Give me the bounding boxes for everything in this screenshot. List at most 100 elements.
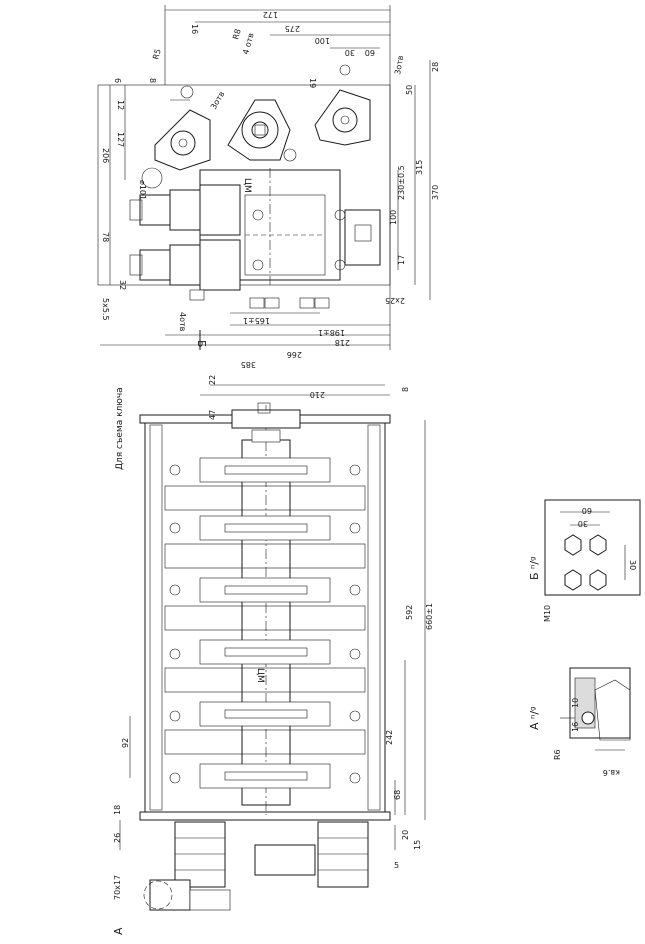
dim-b-m10: М10 [543, 605, 552, 622]
detail-a: 10 16 R6 кв.6 А ⁿ/ᵍ [528, 667, 631, 777]
dim-16: 16 [190, 24, 199, 34]
dim-26: 26 [113, 833, 122, 843]
dim-15: 15 [413, 840, 422, 850]
dim-100v: 100 [389, 210, 398, 225]
dim-315: 315 [415, 160, 424, 175]
dim-r5: R5 [151, 48, 162, 61]
dim-370: 370 [431, 185, 440, 200]
dim-28: 28 [431, 62, 440, 72]
contact-section [169, 763, 361, 789]
front-view: 22 47 210 8 592 660±1 242 92 68 18 26 20… [112, 375, 434, 935]
top-bolts [189, 289, 330, 309]
dim-12: 12 [116, 100, 125, 110]
dim-92: 92 [121, 738, 130, 748]
top-view: 172 275 16 100 60 30 R5 R8 4 отв 3отв 3о… [97, 5, 440, 369]
dim-127: 127 [116, 132, 125, 147]
hex-nut [564, 534, 582, 556]
contact-section [164, 515, 366, 569]
dim-r8: R8 [231, 28, 242, 41]
dim-22: 22 [208, 375, 217, 385]
front-dim-lines [119, 384, 426, 850]
cam-left [154, 85, 211, 171]
dim-phi101: ⌀101 [138, 180, 147, 200]
right-rail [367, 424, 381, 811]
bottom-plate [139, 811, 391, 821]
dim-60: 60 [365, 48, 375, 57]
dim-198: 198±1 [318, 328, 345, 337]
dim-100: 100 [315, 36, 330, 45]
dim-8: 8 [148, 78, 157, 83]
dim-4-otv: 4 отв [241, 32, 255, 56]
drive-mechanism [254, 844, 316, 876]
dim-210: 210 [310, 390, 325, 399]
key-removal-note: Для съема ключа [115, 387, 125, 470]
dim-b-30v: 30 [628, 560, 637, 570]
dim-70x17: 70х17 [113, 875, 122, 900]
dim-172: 172 [263, 10, 278, 19]
label-a-front: А [112, 927, 125, 935]
contact-section [164, 457, 366, 511]
cable-gland-upper [129, 184, 241, 236]
detail-b: 60 30 30 М10 Б ⁿ/ᵍ [528, 499, 641, 622]
dim-592: 592 [405, 605, 414, 620]
dim-20: 20 [401, 830, 410, 840]
dim-78: 78 [101, 232, 110, 242]
contact-section [164, 701, 366, 755]
dim-32: 32 [118, 280, 127, 290]
dim-5x5: 5х5.5 [101, 298, 110, 321]
detail-b-title: Б ⁿ/ᵍ [528, 556, 541, 580]
dim-6: 6 [113, 78, 122, 83]
dim-3otv-a: 3отв [209, 89, 227, 111]
dim-17: 17 [397, 255, 406, 265]
dim-165: 165±1 [243, 316, 270, 325]
dim-50: 50 [405, 85, 414, 95]
detail-a-pin [581, 711, 595, 725]
contact-sections [164, 457, 366, 789]
cable-gland-lower [129, 239, 241, 291]
dim-242: 242 [385, 730, 394, 745]
cam-center [227, 99, 297, 162]
dim-218: 218 [335, 338, 350, 347]
contact-section [164, 577, 366, 631]
dim-206: 206 [101, 148, 110, 163]
dim-b-30: 30 [578, 519, 588, 528]
dim-5: 5 [394, 861, 399, 870]
hex-nut [589, 534, 607, 556]
dim-385: 385 [241, 360, 256, 369]
dim-30: 30 [345, 48, 355, 57]
dim-275: 275 [285, 24, 300, 33]
dim-18: 18 [113, 805, 122, 815]
terminal-block-left [149, 821, 231, 911]
detail-a-callout [143, 880, 173, 910]
label-cm-top: ЦМ [242, 178, 252, 193]
dim-19: 19 [308, 78, 317, 88]
dim-660: 660±1 [425, 603, 434, 630]
detail-a-flange [594, 679, 631, 741]
label-b-top: Б [195, 340, 208, 348]
top-key [257, 402, 271, 414]
dim-a-r6: R6 [553, 749, 562, 760]
top-coupling [251, 429, 281, 443]
dim-3otv-b: 3отв [393, 54, 405, 75]
dim-68: 68 [393, 790, 402, 800]
dim-a-kv: кв.6 [603, 768, 620, 777]
left-rail [149, 424, 163, 811]
top-bearing [231, 409, 301, 429]
cam-right [314, 64, 371, 146]
dim-230: 230±0.5 [397, 165, 406, 200]
dim-2x25: 2х25 [385, 296, 405, 305]
hex-nut [564, 569, 582, 591]
dim-47: 47 [208, 410, 217, 420]
dim-266: 266 [287, 350, 302, 359]
dim-a-10: 10 [571, 698, 580, 708]
top-dim-lines [100, 5, 431, 350]
dim-b-60: 60 [582, 506, 592, 515]
terminal-block-right [317, 821, 369, 888]
dim-8: 8 [401, 387, 410, 392]
contact-section [164, 639, 366, 693]
detail-a-title: А ⁿ/ᵍ [528, 706, 541, 730]
label-cm-front: ЦМ [255, 668, 265, 683]
dim-4otv-bot: 4отв [178, 312, 187, 332]
